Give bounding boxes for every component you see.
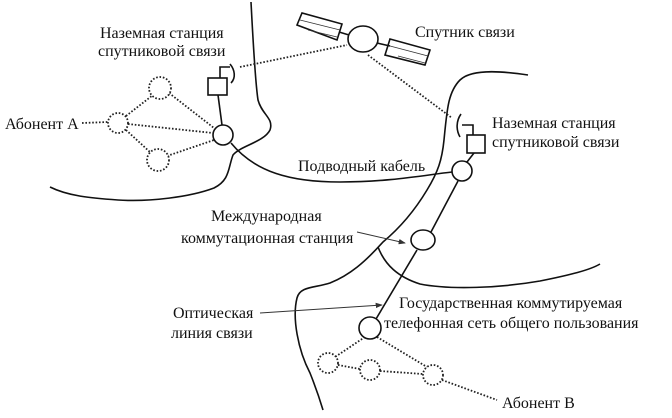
label-optical-line-2: линия связи — [171, 325, 253, 342]
label-optical-line-1: Оптическая — [173, 305, 254, 322]
node-pstn — [358, 316, 382, 340]
label-ground-station-b-2: спутниковой связи — [492, 134, 620, 151]
subscriber-a-network — [81, 76, 215, 172]
node-cable-landing — [451, 160, 473, 182]
label-subscriber-a: Абонент А — [5, 116, 79, 133]
label-ground-station-b-1: Наземная станция — [492, 115, 616, 132]
label-pstn-1: Государственная коммутируемая — [399, 295, 623, 312]
ground-station-b-icon — [456, 113, 486, 163]
label-submarine-cable: Подводный кабель — [298, 158, 425, 175]
international-switching-station-node — [410, 229, 436, 251]
coastline-right — [294, 70, 529, 411]
satellite-icon — [295, 12, 432, 66]
arrow-international-switch — [356, 231, 406, 245]
satellite-link-a — [239, 44, 348, 68]
land-boundary-right — [377, 246, 601, 289]
label-pstn-2: телефонная сеть общего пользования — [384, 315, 639, 332]
coastline-left — [49, 1, 272, 202]
label-ground-station-a-1: Наземная станция — [100, 25, 224, 42]
satellite-link-b — [367, 54, 453, 119]
trunk-line-upper — [430, 180, 459, 233]
submarine-cable-line — [230, 142, 453, 183]
arrow-optical-line — [259, 302, 383, 314]
node-a — [212, 124, 234, 146]
label-international-switch-1: Международная — [211, 208, 322, 225]
subscriber-b-network — [317, 336, 498, 401]
label-satellite: Спутник связи — [415, 24, 515, 41]
ground-station-a-icon — [207, 63, 236, 126]
label-subscriber-b: Абонент B — [502, 395, 575, 412]
label-international-switch-2: коммутационная станция — [181, 230, 354, 247]
label-ground-station-a-2: спутниковой связи — [98, 43, 226, 60]
